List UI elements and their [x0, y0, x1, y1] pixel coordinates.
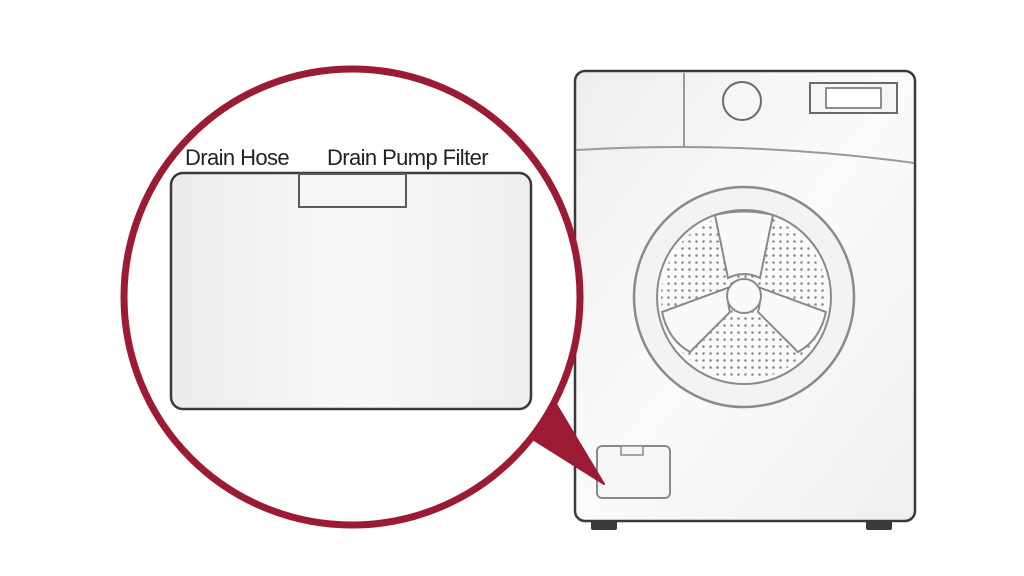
control-panel-divider: [575, 145, 915, 164]
filter-panel: [169, 171, 533, 411]
program-knob-icon: [722, 81, 762, 121]
drum-paddle-top: [713, 210, 775, 280]
drum-hub-icon: [726, 278, 762, 314]
display-screen: [825, 87, 882, 109]
filter-panel-tab: [298, 173, 407, 208]
washing-machine-icon: [573, 69, 917, 530]
drain-pump-filter-label: Drain Pump Filter: [327, 145, 488, 170]
drain-hose-label: Drain Hose: [185, 145, 289, 170]
filter-cover-tab-small: [620, 445, 644, 456]
drum-icon: [660, 210, 828, 380]
enlarged-filter-panel: [169, 171, 533, 411]
